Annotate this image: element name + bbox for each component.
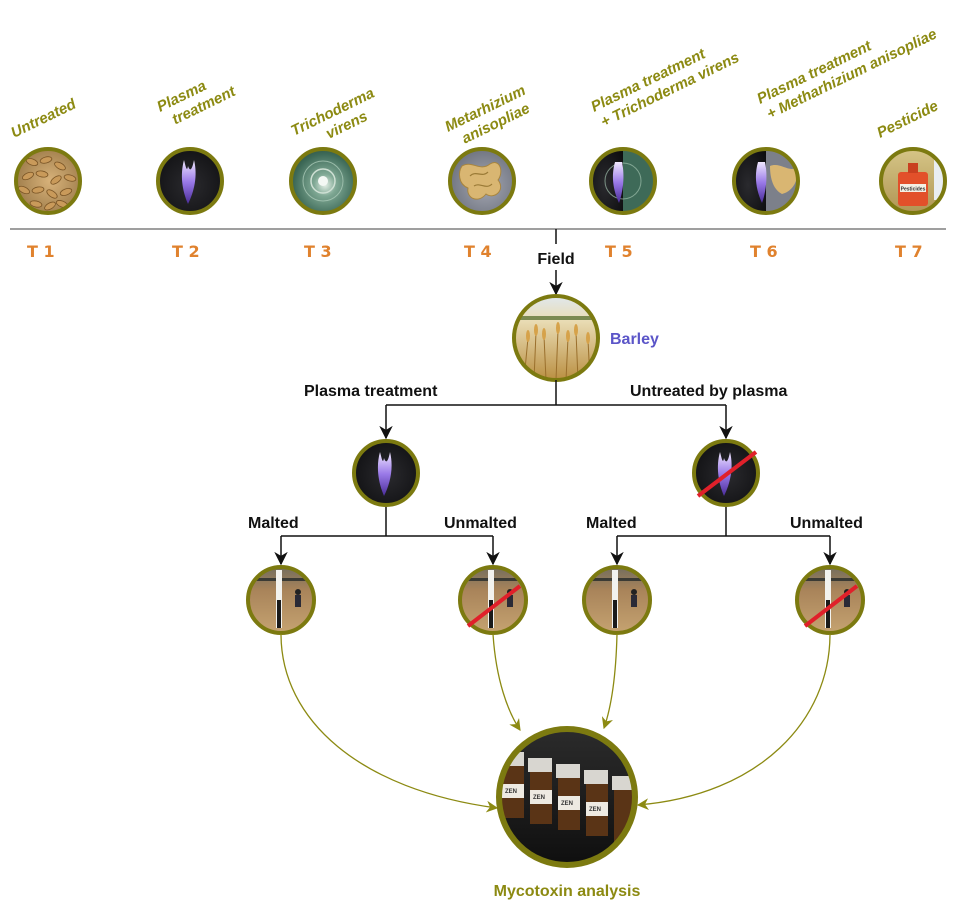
curve-arrow-2 xyxy=(492,633,521,731)
malting-image-2 xyxy=(458,565,528,635)
malted-label-right: Malted xyxy=(586,515,637,532)
treatment-label-t2: Plasma treatment xyxy=(154,66,239,131)
treatment-label-t7: Pesticide xyxy=(874,97,941,141)
treatment-code-t4: T 4 xyxy=(464,242,492,261)
treatment-code-t7: T 7 xyxy=(895,242,923,261)
treatment-label-t1: Untreated xyxy=(8,95,79,141)
cross-out-icon xyxy=(466,584,522,628)
vial-label-2: ZEN xyxy=(533,795,545,801)
plasma-image xyxy=(156,147,224,215)
curve-arrow-4 xyxy=(636,633,831,810)
malted-label-left: Malted xyxy=(248,515,299,532)
barley-field-image xyxy=(512,294,600,382)
treatment-code-t6: T 6 xyxy=(750,242,778,261)
unmalted-label-right: Unmalted xyxy=(790,515,863,532)
branch-label-plasma: Plasma treatment xyxy=(304,383,438,400)
trichoderma-culture-image xyxy=(289,147,357,215)
malting-image-1 xyxy=(246,565,316,635)
pesticide-bottle-text: Pesticides xyxy=(901,187,926,193)
treatment-code-t1: T 1 xyxy=(27,242,55,261)
curve-arrow-1 xyxy=(280,633,499,813)
treatment-code-t5: T 5 xyxy=(605,242,633,261)
treatment-label-t3: Trichoderma virens xyxy=(288,83,389,156)
plasma-metarhizium-image xyxy=(732,147,800,215)
malting-image-3 xyxy=(582,565,652,635)
vial-label-1: ZEN xyxy=(505,789,517,795)
mycotoxin-analysis-label: Mycotoxin analysis xyxy=(494,883,641,900)
field-label: Field xyxy=(537,251,574,268)
cross-out-icon xyxy=(696,450,758,498)
treatment-code-t2: T 2 xyxy=(172,242,200,261)
treatment-label-t5: Plasma treatment + Trichoderma virens xyxy=(588,33,742,132)
cross-out-icon xyxy=(803,584,859,628)
vial-label-3: ZEN xyxy=(561,801,573,807)
branch-label-untreated: Untreated by plasma xyxy=(630,383,787,400)
metarhizium-culture-image xyxy=(448,147,516,215)
barley-label: Barley xyxy=(610,331,659,348)
mycotoxin-vials-image: ZEN ZEN ZEN ZEN xyxy=(496,726,638,868)
unmalted-label-left: Unmalted xyxy=(444,515,517,532)
plasma-node-image xyxy=(352,439,420,507)
treatment-label-t4: Metarhizium anisopliae xyxy=(442,80,540,152)
curve-arrow-3 xyxy=(601,633,618,730)
malting-image-4 xyxy=(795,565,865,635)
vial-label-4: ZEN xyxy=(589,807,601,813)
grain-image xyxy=(14,147,82,215)
plasma-trichoderma-image xyxy=(589,147,657,215)
no-plasma-node-image xyxy=(692,439,760,507)
pesticide-image: Pesticides xyxy=(879,147,947,215)
treatment-label-t6: Plasma treatment + Metharhizium anisopli… xyxy=(754,9,939,123)
treatment-code-t3: T 3 xyxy=(304,242,332,261)
